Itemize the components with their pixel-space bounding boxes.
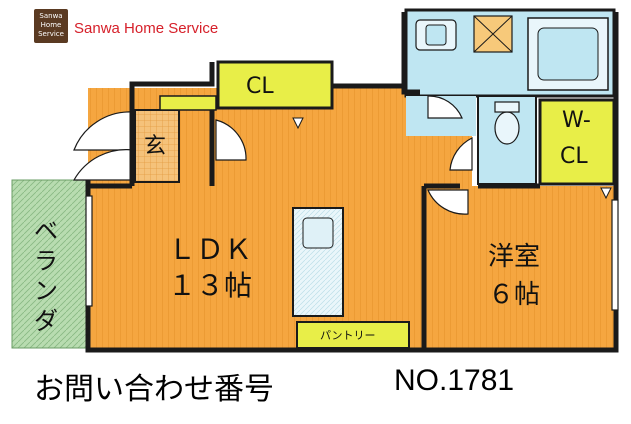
brand-logo: Sanwa Home Service xyxy=(34,9,68,43)
inquiry-label: お問い合わせ番号 xyxy=(34,372,274,407)
brand-logo-line: Service xyxy=(38,30,64,38)
pantry-label: パントリー xyxy=(320,329,376,342)
closet xyxy=(216,60,334,130)
veranda-char: ダ xyxy=(34,307,58,335)
inquiry-number: NO.1781 xyxy=(394,364,515,397)
pantry xyxy=(292,207,410,349)
bedroom-label-line2: ６帖 xyxy=(488,280,541,310)
brand-name: Sanwa Home Service xyxy=(74,20,219,37)
brand-logo-line: Sanwa xyxy=(39,12,63,20)
veranda-label: ベ ラ ン ダ xyxy=(34,216,58,336)
entrance xyxy=(134,95,217,183)
ldk-label-line2: １３帖 xyxy=(168,269,253,302)
windows xyxy=(85,195,619,311)
entrance-label: 玄 xyxy=(144,134,167,159)
walk-in-closet-label-line1: W- xyxy=(562,108,591,133)
walk-in-closet-label-line2: CL xyxy=(560,144,588,169)
walk-in-closet xyxy=(538,98,616,200)
bathroom xyxy=(404,8,616,185)
closet-label: CL xyxy=(246,74,274,99)
ldk-label-line1: ＬＤＫ xyxy=(168,233,253,266)
door-swings xyxy=(215,95,473,215)
veranda xyxy=(11,179,89,349)
veranda-char: ベ xyxy=(34,217,58,245)
brand-logo-line: Home xyxy=(40,21,62,29)
veranda-char: ン xyxy=(34,277,58,305)
bedroom-label-line1: 洋室 xyxy=(488,242,541,272)
entrance-door xyxy=(72,111,134,181)
veranda-char: ラ xyxy=(34,247,58,275)
